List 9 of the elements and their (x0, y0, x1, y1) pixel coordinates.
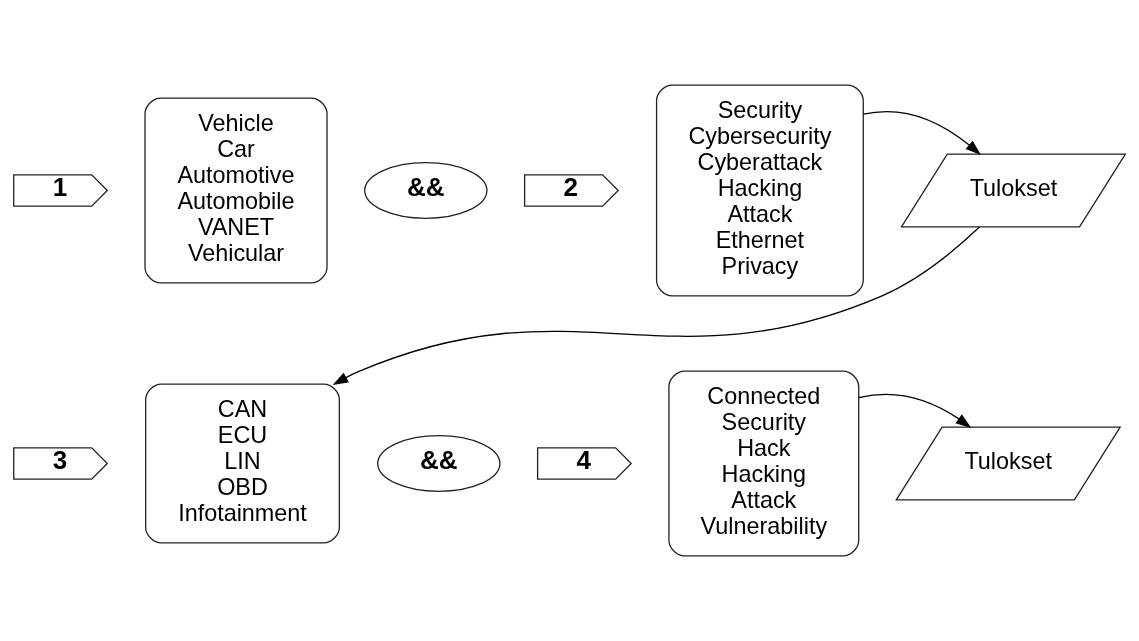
arrow (858, 393, 972, 428)
node-box: Connected Security Hack Hacking Attack Vulnerability (668, 370, 860, 557)
arrow (332, 226, 981, 386)
node-ellipse: && (377, 435, 501, 492)
arrow (862, 110, 981, 156)
node-box: Vehicle Car Automotive Automobile VANET Vehicular (144, 97, 328, 284)
node-box: CAN ECU LIN OBD Infotainment (145, 383, 340, 544)
node-ellipse: && (364, 162, 488, 219)
node-box: Security Cybersecurity Cyberattack Hacking Attack Ethernet Privacy (655, 84, 864, 297)
